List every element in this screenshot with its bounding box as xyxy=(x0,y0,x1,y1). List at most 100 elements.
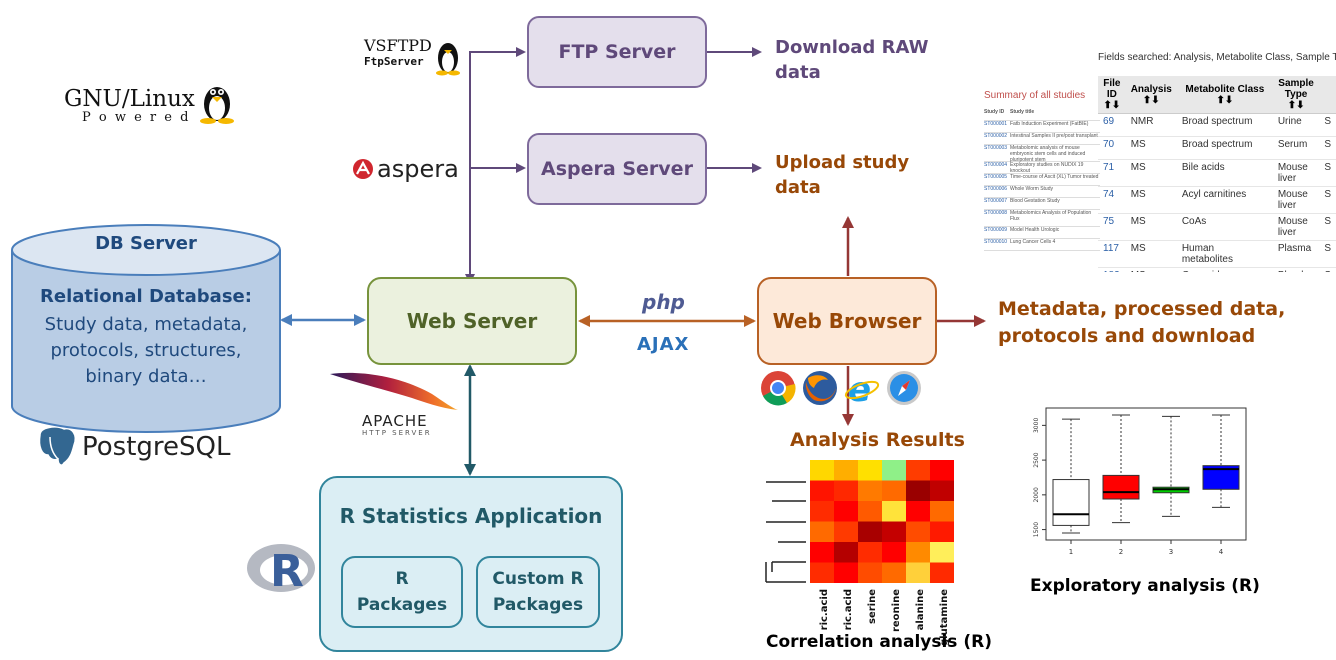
php-logo: php xyxy=(642,290,685,314)
heatmap-cell xyxy=(930,501,954,522)
file-id-cell[interactable]: 74 xyxy=(1098,186,1126,214)
upload-study-line: Upload study xyxy=(775,152,910,173)
summary-header-row: Study ID Study title xyxy=(984,109,1100,121)
apache-feather-icon xyxy=(330,372,458,410)
sample-type-cell: Blood plasma xyxy=(1272,267,1320,272)
heatmap-cell xyxy=(882,562,906,583)
sort-arrows-icon: ⬆⬇ xyxy=(1287,100,1305,111)
heatmap-cell xyxy=(930,562,954,583)
summary-study-id[interactable]: ST000002 xyxy=(984,133,1008,139)
heatmap-cell xyxy=(810,460,834,481)
file-results-table: File ID⬆⬇ Analysis⬆⬇ Metabolite Class⬆⬇ … xyxy=(1098,76,1336,272)
web-browser-node: Web Browser xyxy=(757,277,937,365)
sample-type-cell: Mouse liver xyxy=(1272,213,1320,241)
summary-study-id[interactable]: ST000004 xyxy=(984,162,1008,168)
summary-study-id[interactable]: ST000005 xyxy=(984,174,1008,180)
extra-cell: S xyxy=(1319,213,1336,241)
fields-searched-text: Fields searched: Analysis, Metabolite Cl… xyxy=(1098,52,1336,63)
postgresql-text: PostgreSQL xyxy=(82,432,231,462)
summary-study-title: Metabolomics Analysis of Population Flux xyxy=(1010,210,1092,222)
tux-penguin-small-icon xyxy=(436,43,460,76)
aspera-logo: aspera xyxy=(352,154,459,184)
summary-study-id[interactable]: ST000001 xyxy=(984,121,1008,127)
summary-study-id[interactable]: ST000006 xyxy=(984,186,1008,192)
heatmap-cell xyxy=(906,521,930,542)
table-row[interactable]: 183MSCeramides (Sphingolipids)Blood plas… xyxy=(1098,267,1336,272)
db-title: DB Server xyxy=(95,233,197,254)
ftp-server-node: FTP Server xyxy=(527,16,707,88)
heatmap-cell xyxy=(834,562,858,583)
summary-title: Summary of all studies xyxy=(984,90,1086,101)
heatmap-cell xyxy=(906,542,930,563)
sample-type-cell: Serum xyxy=(1272,136,1320,160)
heatmap-cell xyxy=(930,521,954,542)
table-header-metabolite-class[interactable]: Metabolite Class⬆⬇ xyxy=(1176,76,1273,114)
custom-r-packages-line: Packages xyxy=(492,595,584,615)
file-id-cell[interactable]: 69 xyxy=(1098,113,1126,137)
metabolite-class-cell: Bile acids xyxy=(1176,159,1273,187)
file-id-cell[interactable]: 71 xyxy=(1098,159,1126,187)
x-tick-label: 2 xyxy=(1119,548,1123,556)
safari-icon xyxy=(887,371,921,405)
y-tick-label: 2000 xyxy=(1033,487,1040,502)
heatmap-cell xyxy=(882,542,906,563)
extra-cell: S xyxy=(1319,136,1336,160)
ajax-logo: AJAX xyxy=(637,334,690,355)
table-header-sample-type[interactable]: Sample Type⬆⬇ xyxy=(1272,76,1320,114)
metabolite-class-cell: Ceramides (Sphingolipids) xyxy=(1176,267,1273,272)
heatmap-cell xyxy=(810,480,834,501)
summary-study-title: Model Health Urologic xyxy=(1010,227,1060,233)
summary-study-id[interactable]: ST000008 xyxy=(984,210,1008,216)
heatmap-cell xyxy=(882,521,906,542)
sort-arrows-icon: ⬆⬇ xyxy=(1142,94,1160,106)
x-tick-label: 4 xyxy=(1219,548,1224,556)
file-id-cell[interactable]: 70 xyxy=(1098,136,1126,160)
gnu-linux-text: GNU/Linux xyxy=(64,86,195,112)
heatmap-cell xyxy=(882,460,906,481)
heatmap-cell xyxy=(810,562,834,583)
metadata-label: Metadata, processed data, protocols and … xyxy=(998,296,1285,350)
extra-cell: S xyxy=(1319,240,1336,268)
r-logo: R xyxy=(244,540,318,600)
db-line: protocols, structures, xyxy=(50,340,242,361)
table-header-file-id[interactable]: File ID⬆⬇ xyxy=(1098,76,1126,114)
heatmap-cell xyxy=(906,460,930,481)
extra-cell: S xyxy=(1319,159,1336,187)
r-ring-icon xyxy=(247,544,315,592)
file-id-cell[interactable]: 75 xyxy=(1098,213,1126,241)
table-header-analysis[interactable]: Analysis⬆⬇ xyxy=(1125,76,1177,114)
summary-study-id[interactable]: ST000009 xyxy=(984,227,1008,233)
db-description: Study data, metadata, protocols, structu… xyxy=(11,312,281,390)
r-letter: R xyxy=(270,546,304,597)
box-body xyxy=(1102,474,1140,500)
summary-study-id[interactable]: ST000010 xyxy=(984,239,1008,245)
file-id-cell[interactable]: 183 xyxy=(1098,267,1126,272)
summary-study-id[interactable]: ST000003 xyxy=(984,145,1008,151)
metabolite-class-cell: Broad spectrum xyxy=(1176,136,1273,160)
summary-study-id[interactable]: ST000007 xyxy=(984,198,1008,204)
sample-type-cell: Plasma xyxy=(1272,240,1320,268)
summary-study-title: Time-course of Ascit (XL) Tumor treated xyxy=(1010,174,1099,180)
heatmap-cell xyxy=(810,501,834,522)
download-raw-label: Download RAW data xyxy=(775,35,928,85)
summary-study-title: Metabolomic analysis of mouse embryonic … xyxy=(1010,145,1086,163)
studies-summary-panel: Summary of all studies Study ID Study ti… xyxy=(984,90,1100,272)
file-id-cell[interactable]: 117 xyxy=(1098,240,1126,268)
